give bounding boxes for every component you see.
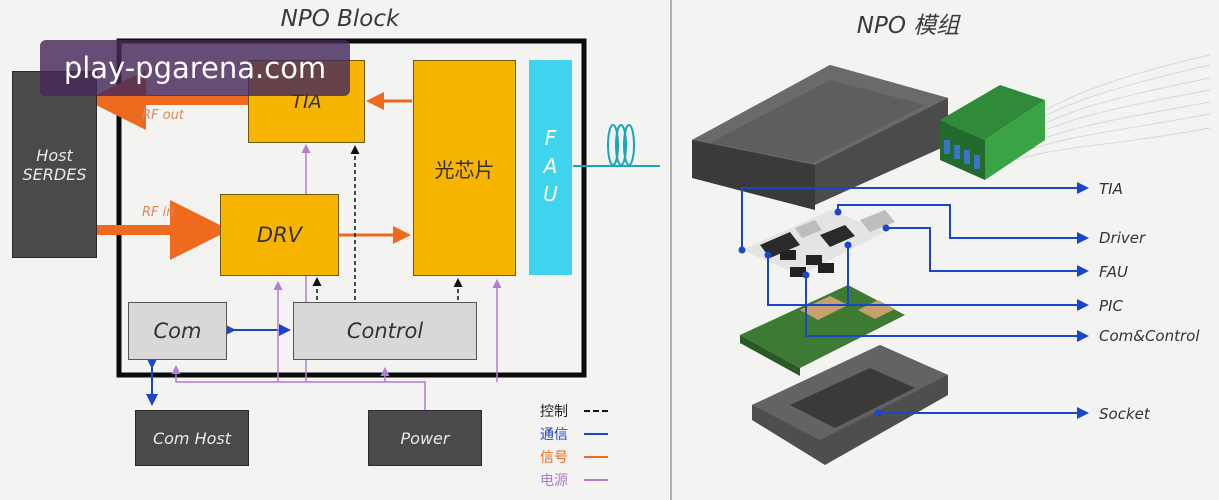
rf-in-label: RF in [142,205,175,220]
power-block: Power [368,410,482,466]
socket-frame [752,345,948,465]
com-host-label: Com Host [152,428,232,448]
dashed-swatch [584,410,608,412]
module-label-tia: TIA [1099,180,1123,198]
com-host-block: Com Host [135,410,249,466]
module-label-pic: PIC [1099,297,1123,315]
legend-label-signal: 信号 [540,450,568,466]
chip-assembly [742,210,895,277]
module-label-socket: Socket [1099,405,1150,423]
power-label: Power [400,428,450,448]
npo-block-border [116,38,587,378]
legend-item-signal: 信号 [540,447,608,467]
tia-label: TIA [291,90,322,113]
legend-label-communication: 通信 [540,427,568,443]
blue-swatch [584,433,608,435]
rf-out-label: RF out [142,108,184,123]
com-label: Com [153,319,202,343]
com-block: Com [128,302,227,360]
fau-block: FAU [529,60,572,275]
legend-label-control: 控制 [540,404,568,420]
host-serdes-label: Host SERDES [22,145,87,184]
npo-module-title: NPO 模组 [856,13,960,39]
legend-item-communication: 通信 [540,424,608,444]
module-label-com-control: Com&Control [1099,327,1200,345]
purple-swatch [584,479,608,481]
control-label: Control [346,319,424,343]
legend-item-power: 电源 [540,470,608,490]
orange-swatch [584,456,608,458]
fau-connector [940,85,1045,180]
module-label-driver: Driver [1099,229,1146,247]
drv-block: DRV [220,194,339,276]
legend-item-control: 控制 [540,401,608,421]
optical-chip-block: 光芯片 [413,60,516,276]
fau-label: FAU [538,125,563,210]
top-housing [692,65,948,210]
watermark: play-pgarena.com [40,40,350,96]
control-block: Control [293,302,477,360]
npo-block-title: NPO Block [280,6,400,32]
legend-label-power: 电源 [540,473,568,489]
callout-lines [741,182,1089,419]
optical-chip-label: 光芯片 [434,157,495,182]
module-label-fau: FAU [1099,263,1128,281]
host-serdes-block: Host SERDES [12,71,97,258]
drv-label: DRV [256,223,303,247]
